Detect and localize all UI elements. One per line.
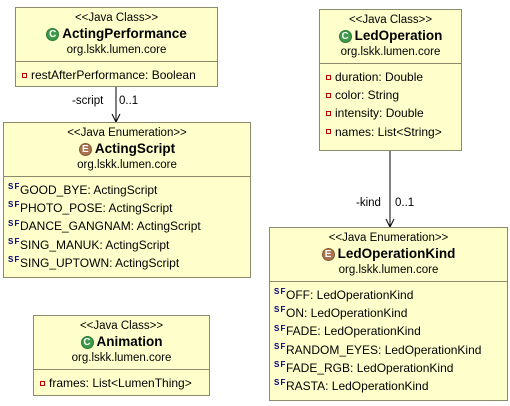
class-acting-performance[interactable]: <<Java Class>> C ActingPerformance org.l… xyxy=(15,7,218,87)
static-final-icon: S F xyxy=(274,287,285,297)
attribute-row: color: String xyxy=(324,86,458,104)
multiplicity-label-script: 0..1 xyxy=(119,95,139,107)
attribute-row: duration: Double xyxy=(324,68,458,86)
private-field-icon xyxy=(326,129,331,135)
stereotype-label: <<Java Class>> xyxy=(74,12,159,24)
enum-acting-script[interactable]: <<Java Enumeration>> E ActingScript org.… xyxy=(3,122,251,278)
package-label: org.lskk.lumen.core xyxy=(77,159,177,171)
private-field-icon xyxy=(326,92,331,98)
attribute-list: duration: Double color: String intensity… xyxy=(320,63,461,144)
static-final-icon: S F xyxy=(8,218,19,228)
enum-icon: E xyxy=(78,142,92,156)
static-final-icon: S F xyxy=(274,359,285,369)
association-kind xyxy=(385,151,395,229)
attribute-row: restAfterPerformance: Boolean xyxy=(20,66,214,84)
stereotype-label: <<Java Enumeration>> xyxy=(67,127,187,139)
stereotype-label: <<Java Enumeration>> xyxy=(328,232,449,244)
package-label: org.lskk.lumen.core xyxy=(71,352,172,364)
class-header: <<Java Class>> C Animation org.lskk.lume… xyxy=(34,316,209,369)
class-icon: C xyxy=(46,27,60,41)
enum-led-operation-kind[interactable]: <<Java Enumeration>> E LedOperationKind … xyxy=(269,227,508,401)
static-final-icon: S F xyxy=(8,200,19,210)
static-final-icon: S F xyxy=(8,182,19,192)
static-final-icon: S F xyxy=(8,236,19,246)
class-title: E LedOperationKind xyxy=(270,245,507,263)
enum-icon: E xyxy=(321,247,335,261)
class-led-operation[interactable]: <<Java Class>> C LedOperation org.lskk.l… xyxy=(319,9,462,151)
attribute-row: frames: List<LumenThing> xyxy=(38,374,206,392)
class-name: Animation xyxy=(96,334,163,349)
role-label-kind: -kind xyxy=(356,197,381,209)
class-name: LedOperation xyxy=(354,28,443,43)
class-name: ActingScript xyxy=(94,141,176,156)
private-field-icon xyxy=(22,72,27,78)
package-label: org.lskk.lumen.core xyxy=(66,44,167,56)
multiplicity-label-kind: 0..1 xyxy=(395,197,415,209)
static-final-icon: S F xyxy=(274,305,285,315)
private-field-icon xyxy=(326,111,331,116)
attribute-row: names: List<String> xyxy=(324,123,458,141)
class-icon: C xyxy=(338,29,352,43)
class-title: C Animation xyxy=(34,333,209,351)
stereotype-label: <<Java Class>> xyxy=(79,320,164,332)
class-name: ActingPerformance xyxy=(62,26,187,41)
attribute-row: intensity: Double xyxy=(324,104,458,122)
attribute-list: frames: List<LumenThing> xyxy=(34,369,209,395)
private-field-icon xyxy=(326,74,331,80)
class-header: <<Java Enumeration>> E ActingScript org.… xyxy=(4,123,250,176)
static-final-icon: S F xyxy=(274,323,285,333)
static-final-icon: S F xyxy=(274,341,285,351)
role-label-script: -script xyxy=(72,95,104,107)
class-name: LedOperationKind xyxy=(337,246,456,261)
stereotype-label: <<Java Class>> xyxy=(348,14,433,26)
class-icon: C xyxy=(80,335,94,349)
class-title: E ActingScript xyxy=(4,140,250,158)
class-header: <<Java Class>> C LedOperation org.lskk.l… xyxy=(320,10,461,63)
class-animation[interactable]: <<Java Class>> C Animation org.lskk.lume… xyxy=(33,315,210,396)
class-header: <<Java Class>> C ActingPerformance org.l… xyxy=(16,8,217,61)
private-field-icon xyxy=(40,380,45,386)
package-label: org.lskk.lumen.core xyxy=(338,264,439,276)
class-title: C LedOperation xyxy=(320,27,461,45)
class-header: <<Java Enumeration>> E LedOperationKind … xyxy=(270,228,507,281)
static-final-icon: S F xyxy=(8,254,19,264)
class-title: C ActingPerformance xyxy=(16,25,217,43)
attribute-list: restAfterPerformance: Boolean xyxy=(16,61,217,87)
package-label: org.lskk.lumen.core xyxy=(340,46,441,58)
static-final-icon: S F xyxy=(274,378,285,388)
